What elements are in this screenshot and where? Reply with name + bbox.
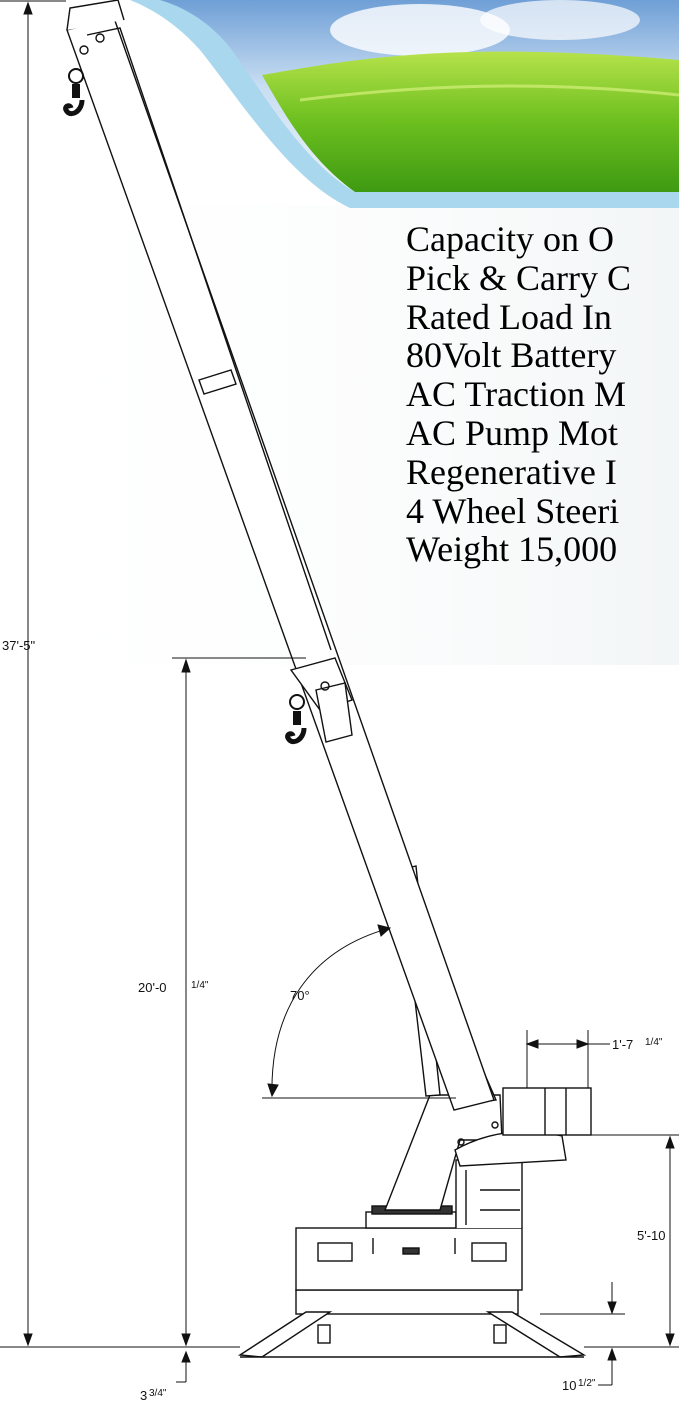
spec-weight: Weight 15,000 [406,529,618,570]
spec-pick-carry: Pick & Carry C [406,257,631,298]
body-height-dimension-line [584,1134,679,1348]
body-height-label: 5'-10 [637,1228,666,1243]
base-depth-label: 3 [140,1388,147,1403]
hook-retracted-icon [285,694,307,745]
overall-height-dimension-line [0,0,240,1348]
hook-extended-icon [63,68,85,117]
background-band [0,205,679,665]
boom-height-label: 20'-0 [138,980,167,995]
spec-regenerative: Regenerative I [406,451,617,492]
counterweight-width-fraction: 1/4" [645,1037,663,1048]
boom-height-fraction: 1/4" [191,980,209,991]
spec-pump-motor: AC Pump Mot [406,412,619,453]
spec-capacity: Capacity on O [406,219,614,259]
crane-body [295,1154,523,1291]
boom-retracted-head [289,657,353,743]
counterweight [502,1087,592,1136]
spec-steering: 4 Wheel Steeri [406,490,620,531]
spec-list: Capacity on O Pick & Carry C Rated Load … [406,220,631,569]
outrigger-base [237,1289,587,1358]
spec-battery: 80Volt Battery [406,335,617,376]
ground-clearance-label: 10 [562,1378,576,1393]
boom-angle-label: 70° [290,988,310,1003]
ground-clearance-dimension-line [540,1282,625,1386]
angle-dimension-arc [262,924,456,1099]
counterweight-width-label: 1'-7 [612,1037,633,1052]
landscape-banner [130,0,679,208]
spec-rated-load: Rated Load In [406,296,612,337]
spec-traction-motor: AC Traction M [406,374,627,415]
ground-clearance-fraction: 1/2" [578,1378,596,1389]
boom-height-dimension-line [172,657,306,1383]
base-depth-fraction: 3/4" [149,1388,167,1399]
counterweight-width-dimension-line [525,1030,610,1088]
overall-height-label: 37'-5" [2,638,36,653]
boom-extended [66,0,495,1111]
